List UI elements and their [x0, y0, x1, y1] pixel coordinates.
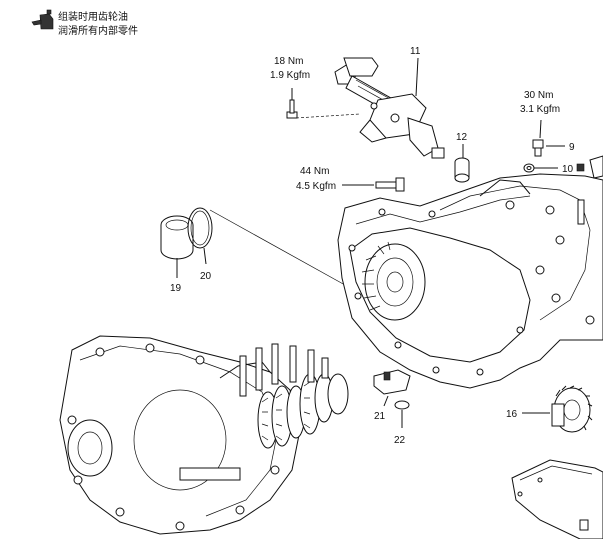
- lubrication-note: 组装时用齿轮油 润滑所有内部零件: [58, 12, 180, 40]
- bracket-21: [373, 369, 411, 407]
- callout-22: 22: [394, 435, 406, 446]
- leader-19: [209, 209, 346, 286]
- plug-bolt-9: [532, 139, 565, 157]
- bolt-44nm: [375, 177, 405, 192]
- callout-20: 20: [200, 271, 212, 282]
- callout-12: 12: [456, 132, 468, 143]
- torque-30-nm: 30 Nm: [524, 90, 553, 101]
- note-line-2: 润滑所有内部零件: [58, 26, 138, 37]
- bolt-18nm: [286, 99, 361, 119]
- gear-16: [522, 385, 593, 433]
- transmission-case: [337, 155, 603, 389]
- callout-10: 10: [562, 164, 574, 175]
- gear-stack: [179, 343, 349, 481]
- callout-9: 9: [569, 142, 575, 153]
- callout-19: 19: [170, 283, 182, 294]
- callout-16: 16: [506, 409, 518, 420]
- gasket-10: [523, 163, 585, 173]
- washer-22: [394, 400, 410, 428]
- torque-44-nm: 44 Nm: [300, 166, 329, 177]
- bearing-19: [160, 215, 194, 260]
- leader-11: [415, 57, 419, 97]
- torque-18-kgfm: 1.9 Kgfm: [270, 70, 310, 81]
- oil-can-icon: [31, 9, 54, 30]
- note-line-1: 组装时用齿轮油: [58, 12, 128, 23]
- callout-21: 21: [374, 411, 386, 422]
- bushing-12: [454, 157, 470, 183]
- torque-30-kgfm: 3.1 Kgfm: [520, 104, 560, 115]
- callout-11: 11: [410, 46, 421, 57]
- torque-18-nm: 18 Nm: [274, 56, 303, 67]
- torque-44-kgfm: 4.5 Kgfm: [296, 181, 336, 192]
- snap-ring-20: [176, 207, 213, 278]
- leader-30nm: [539, 119, 542, 139]
- cover-plate: [511, 459, 603, 540]
- shift-control-assembly: [334, 57, 445, 159]
